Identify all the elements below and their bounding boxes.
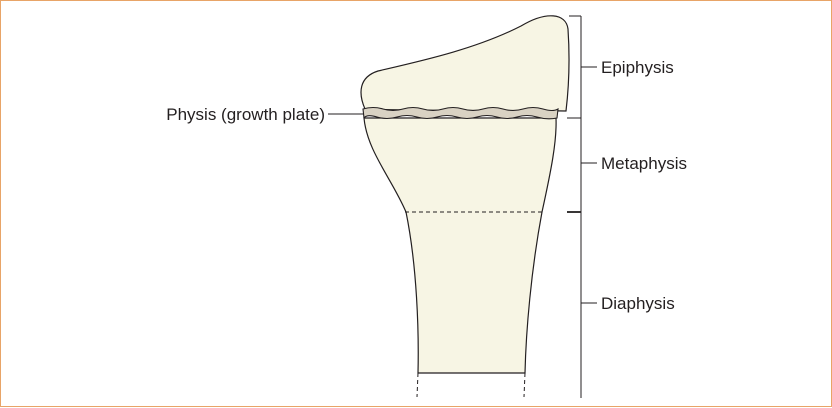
physis-label: Physis (growth plate)	[166, 105, 325, 124]
shaft-continuation-right	[524, 373, 525, 397]
diaphysis-label: Diaphysis	[601, 294, 675, 313]
region-bracket	[567, 16, 597, 398]
epiphysis-label: Epiphysis	[601, 58, 674, 77]
bone-shaft	[364, 118, 556, 373]
shaft-continuation-left	[417, 373, 418, 397]
metaphysis-label: Metaphysis	[601, 154, 687, 173]
epiphysis-shape	[361, 16, 569, 111]
